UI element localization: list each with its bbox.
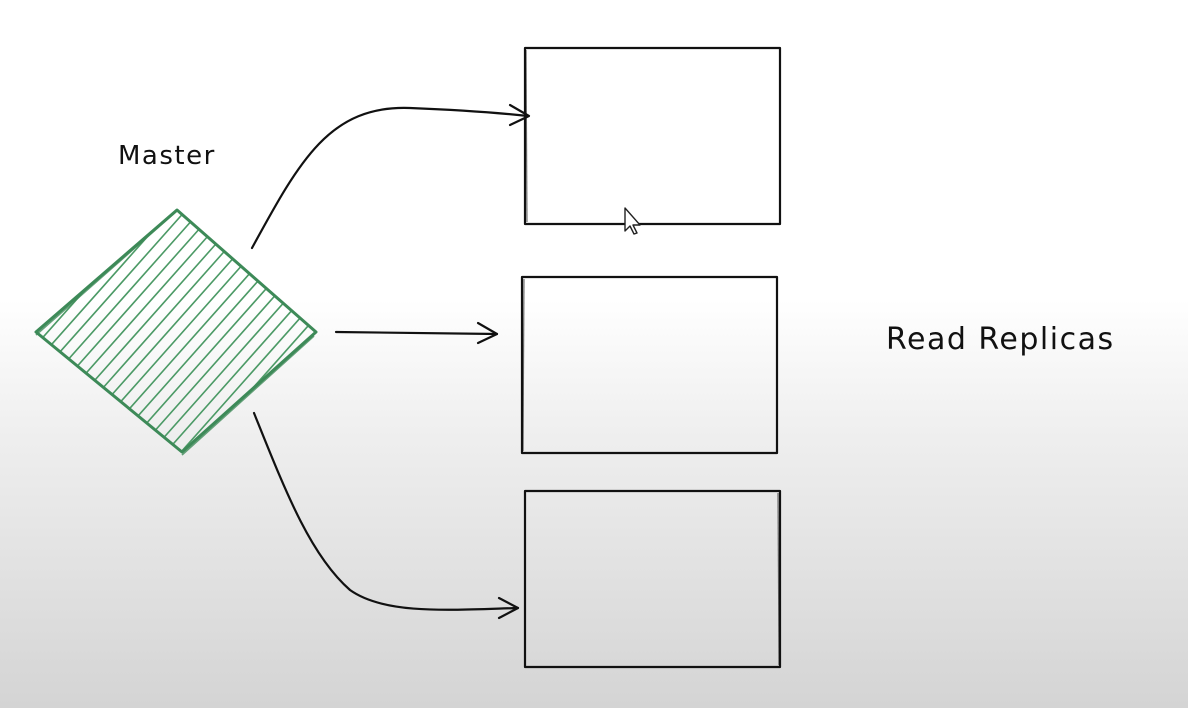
hatch-line: [36, 210, 211, 452]
master-hatch: [36, 210, 316, 452]
hatch-line: [44, 210, 286, 452]
master-node: [34, 208, 318, 456]
read-replicas-label: Read Replicas: [886, 322, 1115, 357]
arrow-to-replica-top: [250, 103, 531, 250]
hatch-line: [36, 210, 271, 452]
hatch-line: [179, 210, 316, 452]
hatch-line: [164, 210, 316, 452]
mouse-pointer-icon: [624, 207, 641, 235]
hatch-line: [119, 210, 316, 452]
arrow-to-replica-bottom: [252, 411, 520, 620]
hatch-line: [36, 210, 196, 452]
hatch-line: [149, 210, 316, 452]
replica-box-middle: [520, 275, 779, 455]
hatch-line: [194, 210, 316, 452]
replica-box-bottom: [523, 489, 782, 669]
hatch-line: [36, 210, 226, 452]
master-label: Master: [118, 141, 216, 171]
hatch-line: [36, 210, 256, 452]
arrow-to-replica-middle: [334, 321, 499, 345]
replica-box-top: [523, 46, 782, 226]
hatch-line: [36, 210, 136, 452]
hatch-line: [134, 210, 316, 452]
hatch-line: [36, 210, 181, 452]
master-diamond: [34, 208, 318, 454]
hatch-line: [74, 210, 316, 452]
hatch-line: [59, 210, 301, 452]
